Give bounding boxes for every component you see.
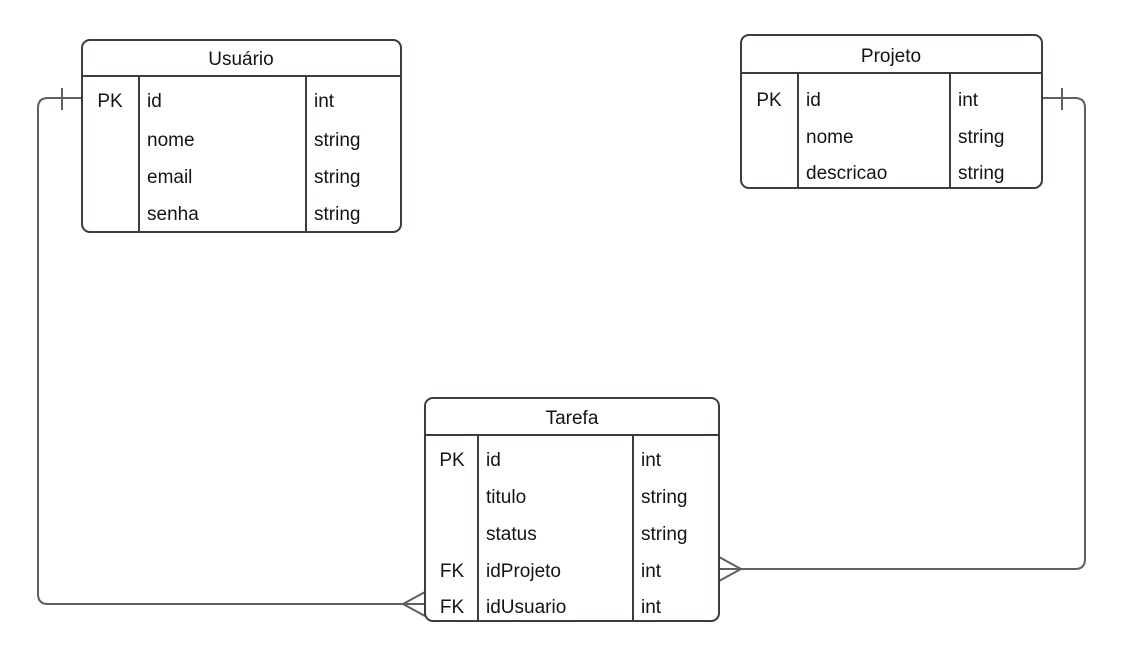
entity-usuario-row-0-type: int xyxy=(314,91,335,112)
entity-usuario-row-1-type: string xyxy=(314,130,360,151)
entity-usuario[interactable]: Usuário PK id int nome string email stri… xyxy=(81,39,402,233)
cardinality-many-marker-tarefa-idprojeto xyxy=(718,556,742,582)
entity-tarefa-row-3-key: FK xyxy=(440,561,465,582)
entity-projeto-row-1-type: string xyxy=(958,127,1004,148)
entity-usuario-row-3-type: string xyxy=(314,204,360,225)
entity-tarefa-row-4-attr: idUsuario xyxy=(486,597,566,618)
relationship-projeto-tarefa[interactable] xyxy=(718,88,1086,582)
entity-tarefa-row-3-attr: idProjeto xyxy=(486,561,561,582)
entity-tarefa-row-1-attr: titulo xyxy=(486,487,526,508)
entity-projeto-row-0-key: PK xyxy=(756,90,782,111)
relationship-usuario-tarefa[interactable] xyxy=(37,88,426,617)
entity-tarefa-row-0-key: PK xyxy=(439,450,465,471)
relationship-usuario-tarefa-line[interactable] xyxy=(37,97,425,605)
entity-tarefa-row-3-type: int xyxy=(641,561,662,582)
entity-usuario-frame[interactable] xyxy=(81,39,402,233)
entity-tarefa-row-4-key: FK xyxy=(440,597,465,618)
entity-usuario-row-2-attr: email xyxy=(147,167,192,188)
entity-tarefa-row-2-attr: status xyxy=(486,524,537,545)
entity-tarefa[interactable]: Tarefa PK id int titulo string status st… xyxy=(424,397,720,622)
entity-tarefa-row-1-type: string xyxy=(641,487,687,508)
entity-usuario-row-2-type: string xyxy=(314,167,360,188)
entity-projeto-row-0-attr: id xyxy=(806,90,821,111)
entity-usuario-row-0-attr: id xyxy=(147,91,162,112)
entity-projeto[interactable]: Projeto PK id int nome string descricao … xyxy=(740,34,1043,189)
entity-usuario-row-3-attr: senha xyxy=(147,204,199,225)
entity-usuario-row-1-attr: nome xyxy=(147,130,195,151)
entity-projeto-row-1-attr: nome xyxy=(806,127,854,148)
entity-projeto-title: Projeto xyxy=(861,46,921,67)
entity-tarefa-row-0-type: int xyxy=(641,450,662,471)
entity-tarefa-row-4-type: int xyxy=(641,597,662,618)
cardinality-many-marker-tarefa-idusuario xyxy=(402,591,426,617)
entity-tarefa-row-0-attr: id xyxy=(486,450,501,471)
entity-usuario-row-0-key: PK xyxy=(97,91,123,112)
relationship-projeto-tarefa-line[interactable] xyxy=(719,97,1086,570)
entity-tarefa-title: Tarefa xyxy=(546,408,599,429)
entity-usuario-title: Usuário xyxy=(208,49,273,70)
entity-projeto-row-2-type: string xyxy=(958,163,1004,184)
entity-projeto-row-2-attr: descricao xyxy=(806,163,887,184)
entity-tarefa-row-2-type: string xyxy=(641,524,687,545)
entity-projeto-row-0-type: int xyxy=(958,90,979,111)
entity-tarefa-frame[interactable] xyxy=(424,397,720,622)
